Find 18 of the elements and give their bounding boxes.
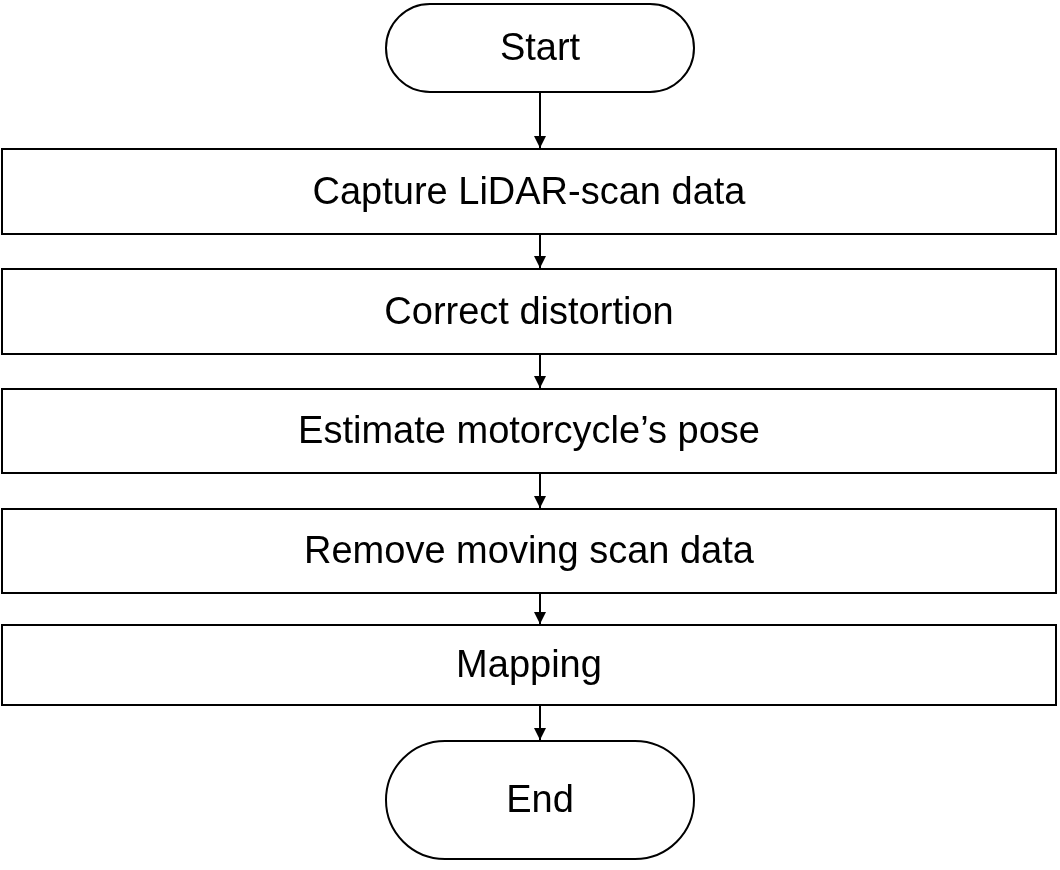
- process-box: [1, 268, 1057, 355]
- step-label: Estimate motorcycle’s pose: [298, 408, 760, 454]
- process-box: [1, 388, 1057, 474]
- step-label: Correct distortion: [384, 288, 674, 334]
- step-label: Mapping: [456, 642, 602, 688]
- arrow: [534, 354, 546, 389]
- arrow: [534, 234, 546, 269]
- step-label: Capture LiDAR-scan data: [312, 168, 746, 214]
- step-label: Start: [499, 25, 581, 71]
- arrow: [534, 473, 546, 509]
- process-box: [1, 148, 1057, 235]
- arrow: [534, 705, 546, 741]
- arrow: [534, 593, 546, 625]
- process-box: [1, 624, 1057, 706]
- process-box: [1, 508, 1057, 594]
- step-label: End: [506, 777, 574, 823]
- step-label: Remove moving scan data: [304, 528, 754, 574]
- arrow: [534, 92, 546, 149]
